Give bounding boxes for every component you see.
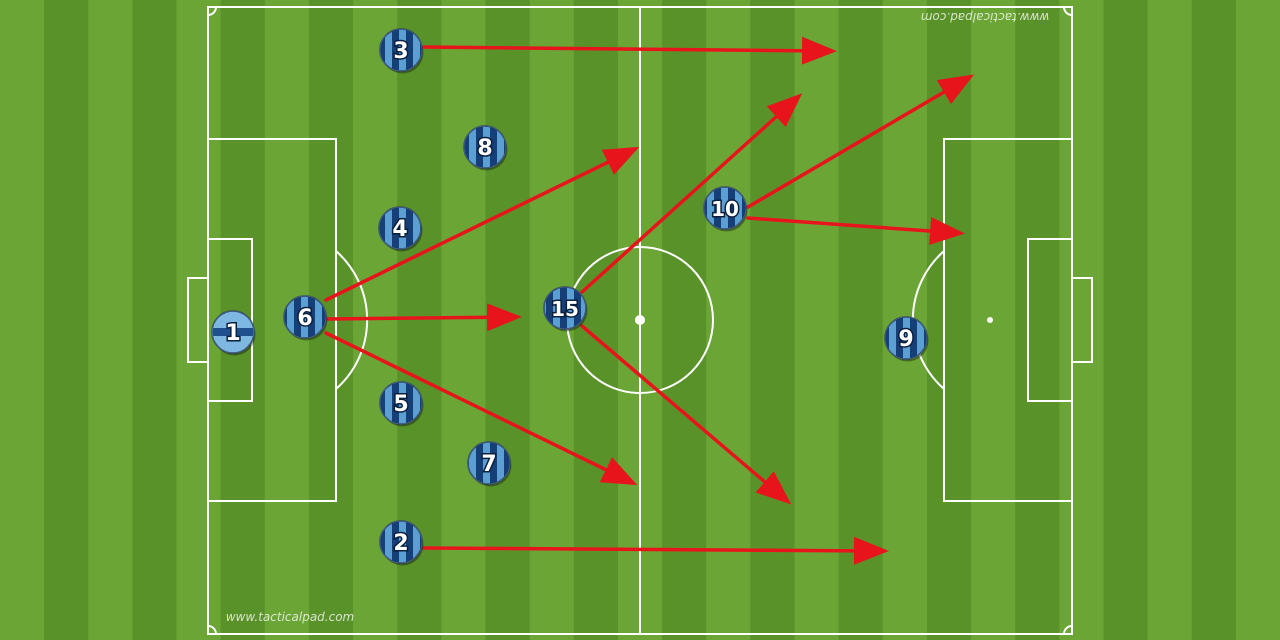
grass-stripe [1015, 0, 1060, 640]
player-rim [467, 441, 511, 485]
player-number: 1 [225, 321, 240, 346]
player-rim [283, 295, 327, 339]
grass-stripe [838, 0, 884, 640]
arrow-from-15 [580, 324, 792, 505]
watermark-bottom: www.tacticalpad.com [226, 610, 355, 624]
right-goal [1071, 277, 1093, 363]
player-shirt [283, 295, 327, 339]
grass-stripe [0, 0, 45, 640]
player-6[interactable]: 6 [283, 295, 328, 341]
player-number: 6 [297, 306, 312, 331]
player-7[interactable]: 7 [467, 441, 512, 487]
grass-stripe [485, 0, 531, 640]
center-spot [635, 315, 645, 325]
grass-stripe [1235, 0, 1280, 640]
player-number: 2 [393, 531, 408, 556]
arrow-from-2 [422, 536, 889, 565]
player-number: 15 [551, 297, 579, 321]
arrow-from-10 [746, 216, 965, 245]
watermark-top: www.tacticalpad.com [921, 10, 1050, 24]
grass-stripe [926, 0, 972, 640]
player-shirt [378, 206, 422, 250]
player-rim [703, 186, 747, 230]
player-rim [884, 316, 928, 360]
player-5[interactable]: 5 [379, 381, 424, 427]
arrow-from-6 [326, 303, 522, 332]
player-number: 10 [711, 197, 739, 221]
player-15[interactable]: 15 [543, 286, 588, 332]
player-number: 9 [898, 327, 913, 352]
grass-stripe [88, 0, 133, 640]
player-rim [378, 206, 422, 250]
corner-arc-tr [1063, 6, 1073, 16]
player-8[interactable]: 8 [463, 125, 508, 171]
corner-arc-bl [207, 625, 217, 635]
grass-stripe [1059, 0, 1104, 640]
arrow-from-10 [746, 74, 975, 209]
player-9[interactable]: 9 [884, 316, 929, 362]
player-rim [543, 286, 587, 330]
grass-stripe [132, 0, 178, 640]
player-2[interactable]: 2 [379, 520, 424, 566]
grass-stripe [971, 0, 1016, 640]
player-number: 4 [392, 217, 407, 242]
player-3[interactable]: 3 [379, 28, 424, 74]
grass-stripe [794, 0, 840, 640]
player-number: 5 [393, 392, 408, 417]
arrow-from-6 [324, 146, 640, 302]
grass-stripe [44, 0, 89, 640]
player-rim [463, 125, 507, 169]
corner-arc-br [1063, 625, 1073, 635]
player-rim [379, 28, 423, 72]
player-shirt [467, 441, 511, 485]
player-shirt [884, 316, 928, 360]
player-shirt [379, 520, 423, 564]
player-shirt [463, 125, 507, 169]
grass-stripe [1103, 0, 1149, 640]
arrow-from-15 [580, 93, 803, 294]
right-penalty-spot [987, 317, 993, 323]
player-number: 7 [481, 452, 496, 477]
player-shirt [703, 186, 747, 230]
player-rim [379, 520, 423, 564]
arrow-from-6 [324, 331, 638, 486]
grass-stripe [1191, 0, 1237, 640]
grass-stripe [441, 0, 487, 640]
player-4[interactable]: 4 [378, 206, 423, 252]
player-number: 3 [393, 39, 408, 64]
corner-arc-tl [207, 6, 217, 16]
player-rim [211, 310, 255, 354]
grass-stripe [176, 0, 222, 640]
left-goal [187, 277, 209, 363]
players: 1 6 3 8 4 5 7 2 15 10 9 [211, 28, 929, 566]
goalkeeper-band [212, 328, 254, 336]
grass-stripe [1147, 0, 1193, 640]
player-shirt [543, 286, 587, 330]
player-shirt [379, 28, 423, 72]
grass-stripe [750, 0, 795, 640]
player-1[interactable]: 1 [211, 310, 256, 356]
movement-arrows [324, 36, 975, 565]
player-10[interactable]: 10 [703, 186, 748, 232]
player-shirt [379, 381, 423, 425]
grass-stripe [662, 0, 707, 640]
player-rim [379, 381, 423, 425]
player-number: 8 [477, 136, 492, 161]
arrow-from-3 [422, 36, 837, 65]
